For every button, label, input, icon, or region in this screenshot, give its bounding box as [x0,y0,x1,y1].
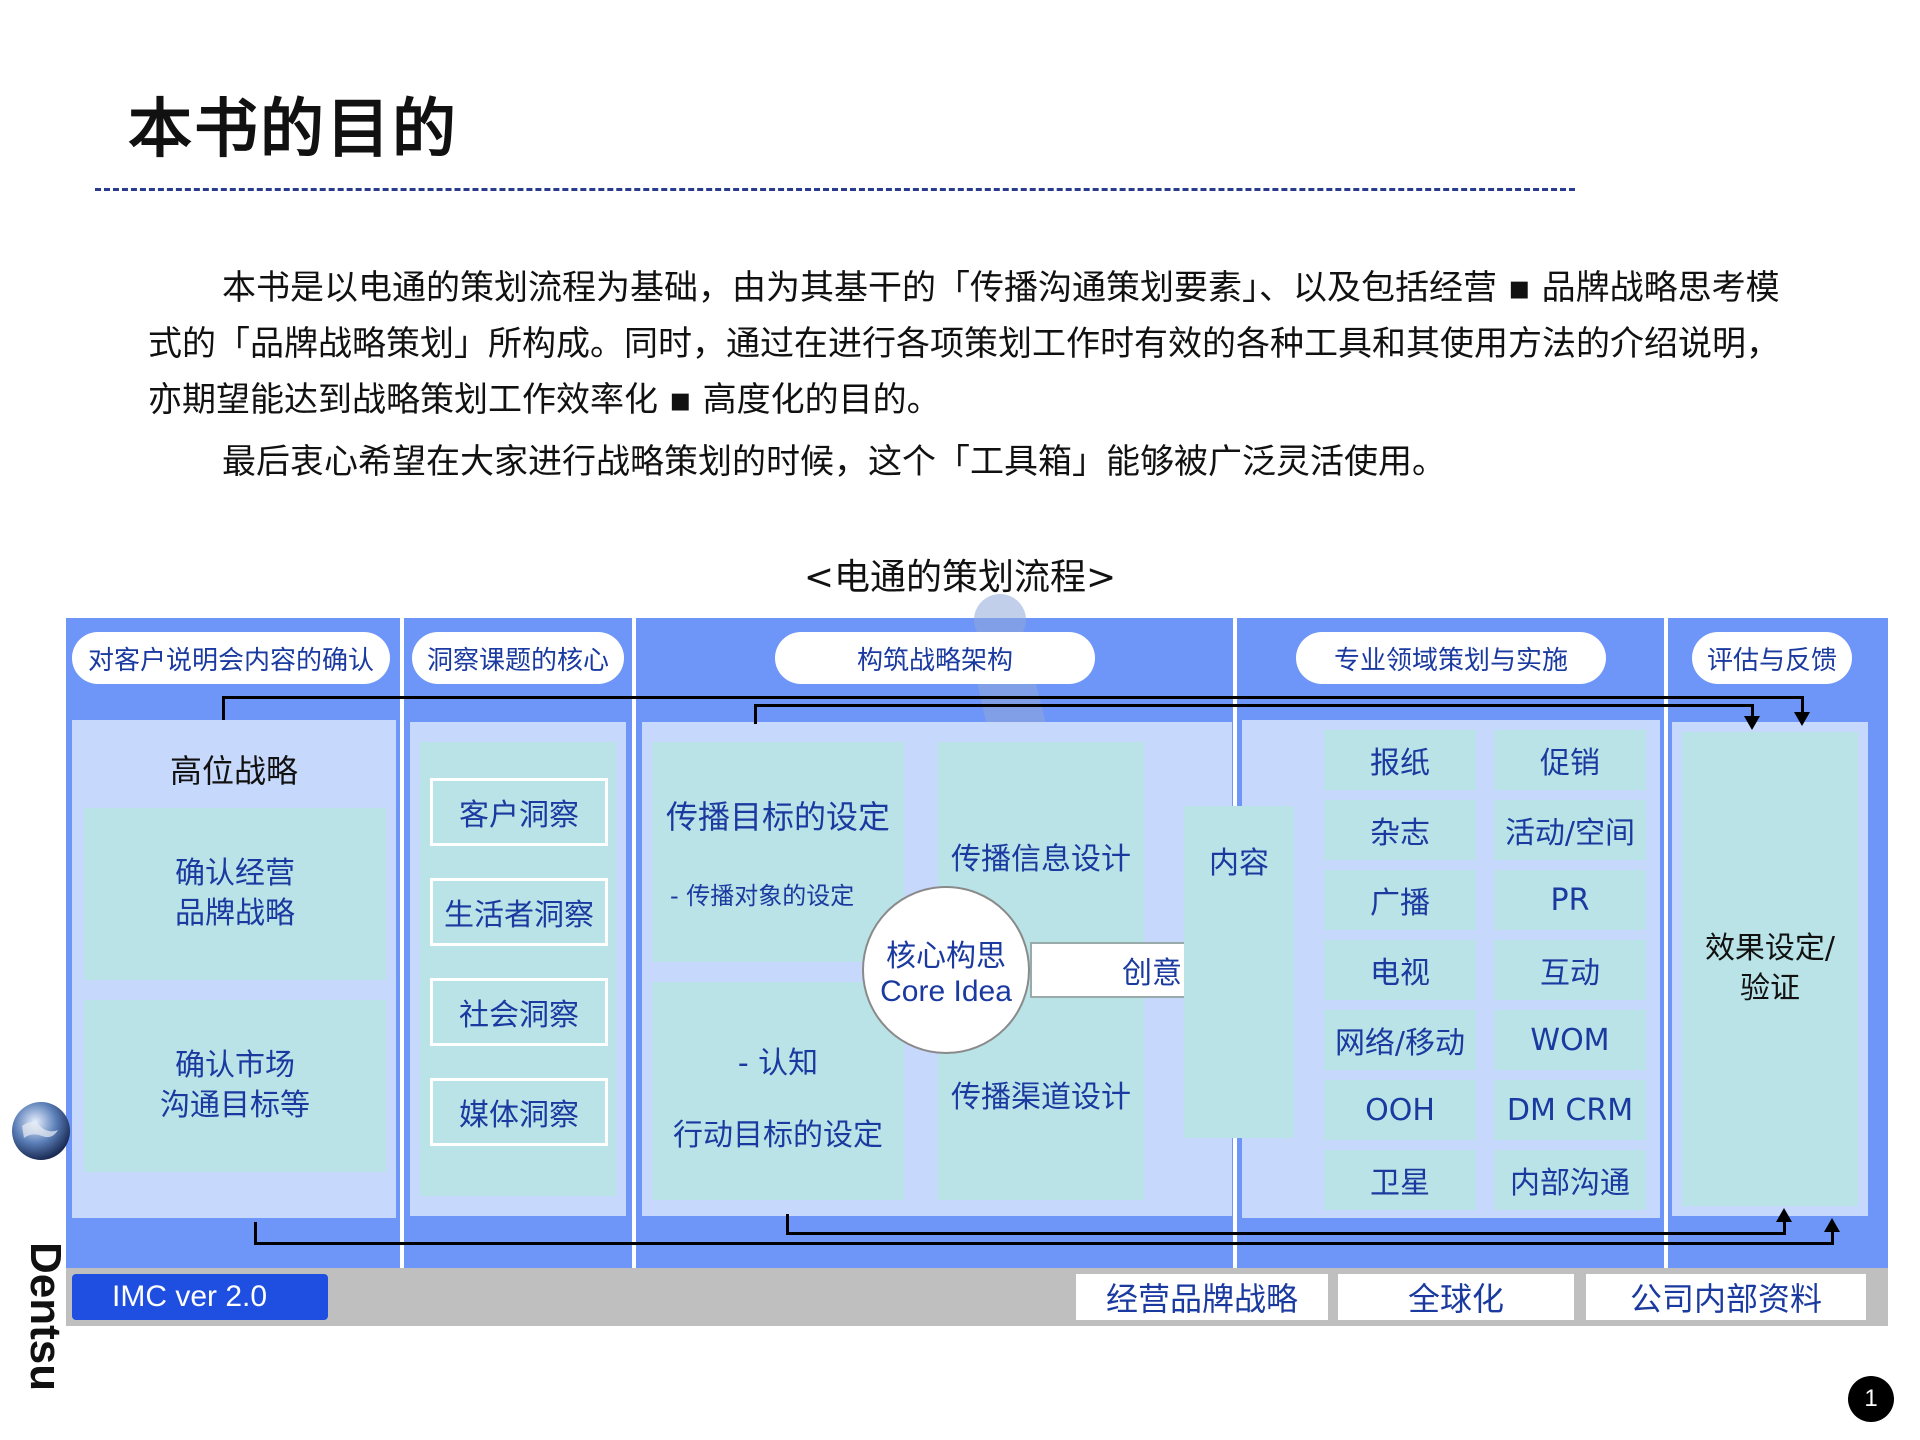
connector-line [754,704,1754,707]
connector-line [254,1222,257,1244]
content-box: 内容 [1184,806,1294,1138]
footer-bar [66,1268,1888,1326]
confirm-market-goals: 确认市场 沟通目标等 [84,1000,386,1172]
header-insight: 洞察课题的核心 [412,632,624,684]
globe-icon [12,1102,70,1160]
header-specialist: 专业领域策划与实施 [1296,632,1606,684]
connector-line [1831,1232,1834,1245]
arrow-down-icon [1744,716,1760,730]
media-web-mobile: 网络/移动 [1324,1010,1476,1070]
connector-line [1783,1222,1786,1235]
version-badge[interactable]: IMC ver 2.0 [72,1274,328,1320]
header-strategy: 构筑战略架构 [775,632,1095,684]
media-dm-crm: DM CRM [1494,1080,1646,1140]
header-evaluation: 评估与反馈 [1692,632,1852,684]
goal-title: 传播目标的设定 [665,798,890,836]
diagram-caption: <电通的策划流程> [803,557,1117,598]
title-divider [95,188,1575,191]
arrow-up-icon [1776,1208,1792,1222]
connector-line [222,696,1804,699]
action-box: - 认知 行动目标的设定 [652,982,904,1200]
core-idea-cn: 核心构思 [886,939,1006,974]
media-magazine: 杂志 [1324,800,1476,860]
media-event-space: 活动/空间 [1494,800,1646,860]
connector-line [786,1232,1786,1235]
media-radio: 广播 [1324,870,1476,930]
connector-line [1751,704,1754,718]
arrow-up-icon [1824,1218,1840,1232]
globalization-button[interactable]: 全球化 [1338,1274,1574,1320]
column-divider [1664,618,1668,1268]
arrow-down-icon [1794,712,1810,726]
insight-client: 客户洞察 [430,778,608,846]
media-interactive: 互动 [1494,940,1646,1000]
media-promotion: 促销 [1494,730,1646,790]
action-line-2: 行动目标的设定 [673,1118,883,1153]
high-level-strategy-title: 高位战略 [169,752,298,790]
media-ooh: OOH [1324,1080,1476,1140]
connector-line [254,1242,1834,1245]
goal-subtitle: - 传播对象的设定 [670,882,855,910]
media-tv: 电视 [1324,940,1476,1000]
connector-line [754,704,757,724]
insight-society: 社会洞察 [430,978,608,1046]
internal-data-button[interactable]: 公司内部资料 [1586,1274,1866,1320]
insight-media: 媒体洞察 [430,1078,608,1146]
header-client-briefing: 对客户说明会内容的确认 [72,632,390,684]
intro-text: 本书是以电通的策划流程为基础，由为其基干的「传播沟通策划要素」、以及包括经营 ▪… [148,260,1788,490]
connector-line [1801,696,1804,714]
page-number: 1 [1848,1376,1894,1422]
paragraph-1: 本书是以电通的策划流程为基础，由为其基干的「传播沟通策划要素」、以及包括经营 ▪… [148,268,1780,420]
media-pr: PR [1494,870,1646,930]
page-title: 本书的目的 [128,93,458,167]
media-wom: WOM [1494,1010,1646,1070]
confirm-brand-strategy: 确认经营 品牌战略 [84,808,386,980]
action-line-1: - 认知 [737,1046,819,1081]
media-internal-comm: 内部沟通 [1494,1150,1646,1210]
brand-strategy-button[interactable]: 经营品牌战略 [1076,1274,1328,1320]
core-idea-circle: 核心构思 Core Idea [862,886,1030,1054]
media-newspaper: 报纸 [1324,730,1476,790]
insight-consumer: 生活者洞察 [430,878,608,946]
connector-line [222,696,225,720]
dentsu-logo: Dentsu [10,1222,80,1422]
channel-design: 传播渠道设计 [951,1080,1131,1115]
goal-box: 传播目标的设定 - 传播对象的设定 [652,742,904,962]
column-divider [632,618,636,1268]
media-satellite: 卫星 [1324,1150,1476,1210]
evaluation-box: 效果设定/ 验证 [1682,732,1858,1206]
paragraph-2: 最后衷心希望在大家进行战略策划的时候，这个「工具箱」能够被广泛灵活使用。 [222,442,1446,482]
column-divider [400,618,404,1268]
message-design: 传播信息设计 [951,842,1131,877]
core-idea-en: Core Idea [880,975,1012,1008]
dentsu-logo-text: Dentsu [21,1242,70,1392]
connector-line [786,1214,789,1234]
